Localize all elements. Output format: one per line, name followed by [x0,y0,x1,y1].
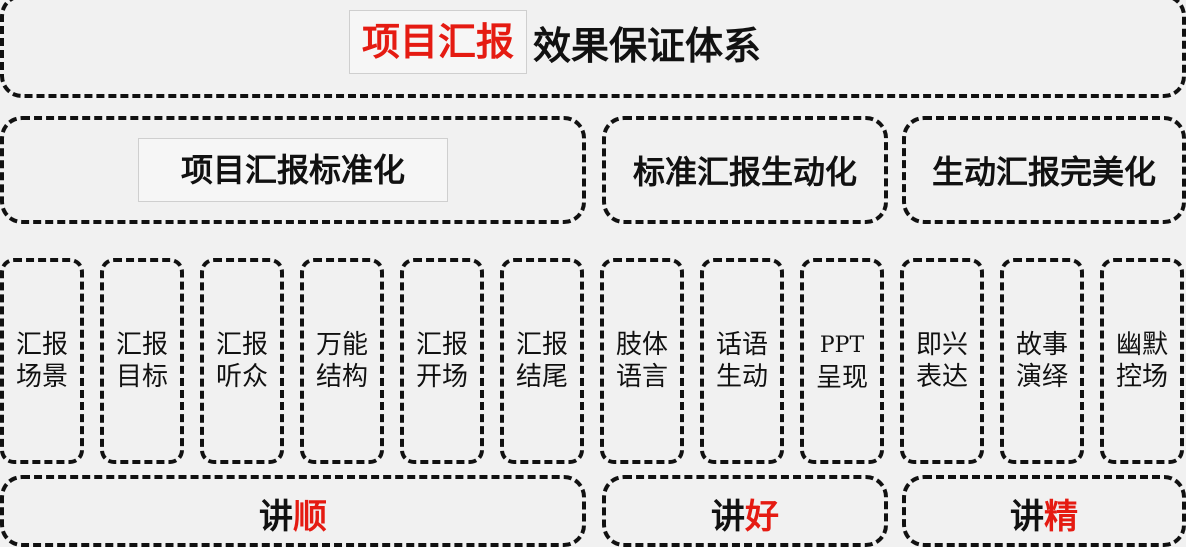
item-box: 汇报开场 [400,258,484,464]
item-box: 万能结构 [300,258,384,464]
group-label: 项目汇报标准化 [137,138,448,202]
title-rest: 效果保证体系 [533,23,762,68]
group-standardize: 项目汇报标准化 [0,116,586,224]
item-box: 故事演绎 [1000,258,1084,464]
group-label: 标准汇报生动化 [632,153,857,191]
item-label: 即兴表达 [915,330,968,392]
item-box: 幽默控场 [1100,258,1184,464]
item-label: 肢体语言 [615,330,668,392]
item-label: 汇报场景 [15,330,68,392]
bottom-label: 讲精 [1010,497,1078,537]
item-box: 肢体语言 [600,258,684,464]
title-highlight: 项目汇报 [349,10,528,74]
item-box: 汇报结尾 [500,258,584,464]
item-label: 汇报目标 [115,330,168,392]
item-box: 话语生动 [700,258,784,464]
item-box: 即兴表达 [900,258,984,464]
item-label: 故事演绎 [1015,330,1068,392]
item-label: 汇报结尾 [515,330,568,392]
group-perfect: 生动汇报完美化 [902,116,1186,224]
item-box: 汇报目标 [100,258,184,464]
title-box: 项目汇报 效果保证体系 [0,0,1186,98]
item-label: 万能结构 [315,330,368,392]
group-vivid: 标准汇报生动化 [602,116,888,224]
item-label: 汇报开场 [415,330,468,392]
item-box: 汇报听众 [200,258,284,464]
item-label: 幽默控场 [1115,330,1168,392]
item-label: 汇报听众 [215,330,268,392]
diagram-title: 项目汇报 效果保证体系 [349,8,799,76]
bottom-label: 讲好 [711,497,779,537]
bottom-label: 讲顺 [259,497,327,537]
bottom-box: 讲好 [602,475,888,547]
item-label: 话语生动 [715,330,768,392]
bottom-box: 讲顺 [0,475,586,547]
item-box: 汇报场景 [0,258,84,464]
group-label: 生动汇报完美化 [931,153,1156,191]
bottom-box: 讲精 [902,475,1186,547]
